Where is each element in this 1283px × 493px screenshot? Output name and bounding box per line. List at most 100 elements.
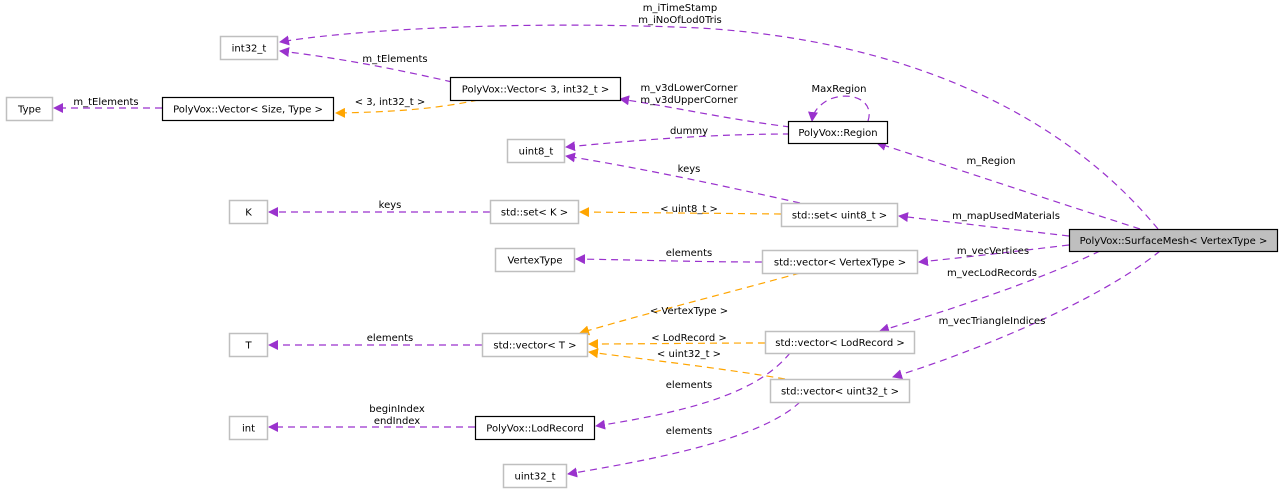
edge-label: m_vecTriangleIndices (939, 316, 1046, 327)
node-box (481, 332, 589, 358)
edge-label: elements (367, 333, 413, 344)
edge-label: MaxRegion (812, 84, 867, 95)
edge-surfacemesh-to-int32_t (279, 24, 1159, 230)
edge-label: m_vecLodRecords (947, 268, 1037, 279)
edge-label: keys (678, 164, 701, 175)
edge-label: m_v3dUpperCorner (640, 95, 738, 106)
edge-vector_3_int32-to-int32_t (279, 47, 453, 83)
edge-region-to-region (808, 95, 870, 122)
edge-label: elements (666, 380, 712, 391)
node-box (228, 199, 269, 225)
node-type: Type (5, 96, 54, 122)
node-set_k: std::set< K > (489, 199, 580, 225)
edge-surfacemesh-to-vector_vertextype (918, 244, 1070, 267)
node-box (474, 415, 596, 441)
node-box (764, 330, 916, 355)
node-label: PolyVox::Vector< 3, int32_t > (462, 85, 609, 96)
edge-vector_3_int32-to-vector_size_type (335, 99, 479, 118)
edge-label: keys (379, 200, 402, 211)
edge-vector_vertextype-to-vertextype (575, 254, 763, 265)
node-box (228, 415, 269, 441)
edge-vector_lodrecord-to-vector_t (588, 338, 766, 349)
node-box (769, 378, 911, 404)
edge-region-to-uint8_t (565, 133, 791, 152)
node-label: PolyVox::SurfaceMesh< VertexType > (1080, 236, 1268, 247)
edge-label: m_v3dLowerCorner (641, 83, 739, 94)
edge-label: m_tElements (362, 54, 427, 65)
node-label: VertexType (507, 256, 562, 267)
node-label: T (244, 341, 252, 352)
node-box (787, 120, 889, 145)
edge-region-to-vector_3_int32 (619, 95, 791, 128)
node-label: PolyVox::Region (798, 128, 877, 139)
node-label: PolyVox::Vector< Size, Type > (173, 105, 323, 116)
node-t: T (228, 332, 269, 358)
node-uint8_t: uint8_t (506, 138, 566, 164)
edge-surfacemesh-to-region (876, 141, 1141, 230)
node-vector_3_int32[interactable]: PolyVox::Vector< 3, int32_t > (449, 76, 622, 102)
node-int32_t: int32_t (219, 35, 279, 61)
edge-label: < LodRecord > (651, 333, 727, 344)
node-box (1068, 228, 1279, 253)
edge-label: elements (666, 248, 712, 259)
edge-label: < uint8_t > (660, 204, 718, 215)
node-lodrecord[interactable]: PolyVox::LodRecord (474, 415, 596, 441)
edge-label: beginIndex (369, 404, 425, 415)
edge-vector_vertextype-to-vector_t (579, 272, 801, 336)
node-label: std::vector< LodRecord > (775, 338, 904, 349)
node-box (761, 249, 919, 275)
node-label: uint32_t (514, 472, 555, 483)
edge-label: m_Region (967, 156, 1016, 167)
edge-label: m_mapUsedMaterials (952, 211, 1060, 222)
edge-label: < 3, int32_t > (355, 97, 426, 108)
node-vector_lodrecord: std::vector< LodRecord > (764, 330, 916, 355)
node-box (506, 138, 566, 164)
node-box (494, 247, 576, 273)
edge-label: < VertexType > (650, 306, 728, 317)
edge-surfacemesh-to-vector_lodrecord (879, 250, 1101, 334)
node-label: std::vector< uint32_t > (781, 387, 899, 398)
node-label: K (245, 208, 252, 219)
node-box (228, 332, 269, 358)
node-label: std::set< uint8_t > (792, 211, 887, 222)
edge-label: m_tElements (73, 97, 138, 108)
node-box (780, 202, 899, 228)
node-label: std::set< K > (501, 208, 568, 219)
node-int: int (228, 415, 269, 441)
edge-label: m_iNoOfLod0Tris (638, 15, 721, 26)
node-set_uint8: std::set< uint8_t > (780, 202, 899, 228)
edge-label: m_vecVertices (957, 246, 1029, 257)
edge-label: < uint32_t > (657, 349, 721, 360)
edge-vector_lodrecord-to-lodrecord (595, 352, 791, 430)
node-box (489, 199, 580, 225)
node-vertextype: VertexType (494, 247, 576, 273)
edge-label: dummy (670, 126, 708, 137)
node-box (5, 96, 54, 122)
node-box (161, 96, 335, 122)
edge-set_uint8-to-set_k (579, 207, 782, 218)
node-vector_vertextype: std::vector< VertexType > (761, 249, 919, 275)
edge-label: endIndex (374, 416, 420, 427)
node-box (449, 76, 622, 102)
edge-label: m_iTimeStamp (643, 3, 717, 14)
edge-set_uint8-to-uint8_t (565, 152, 801, 204)
node-surfacemesh[interactable]: PolyVox::SurfaceMesh< VertexType > (1068, 228, 1279, 253)
node-label: int32_t (232, 44, 267, 55)
edge-vector_uint32-to-uint32_t (567, 401, 801, 478)
node-label: std::vector< VertexType > (774, 258, 906, 269)
node-label: uint8_t (519, 147, 554, 158)
node-k: K (228, 199, 269, 225)
node-region[interactable]: PolyVox::Region (787, 120, 889, 145)
node-vector_size_type[interactable]: PolyVox::Vector< Size, Type > (161, 96, 335, 122)
edge-label: elements (666, 426, 712, 437)
node-label: Type (17, 105, 41, 116)
node-label: int (242, 424, 255, 435)
node-label: PolyVox::LodRecord (486, 424, 583, 435)
edge-vector_uint32-to-vector_t (588, 348, 786, 380)
node-box (502, 463, 568, 489)
node-vector_t: std::vector< T > (481, 332, 589, 358)
node-uint32_t: uint32_t (502, 463, 568, 489)
node-box (219, 35, 279, 61)
node-label: std::vector< T > (493, 341, 576, 352)
